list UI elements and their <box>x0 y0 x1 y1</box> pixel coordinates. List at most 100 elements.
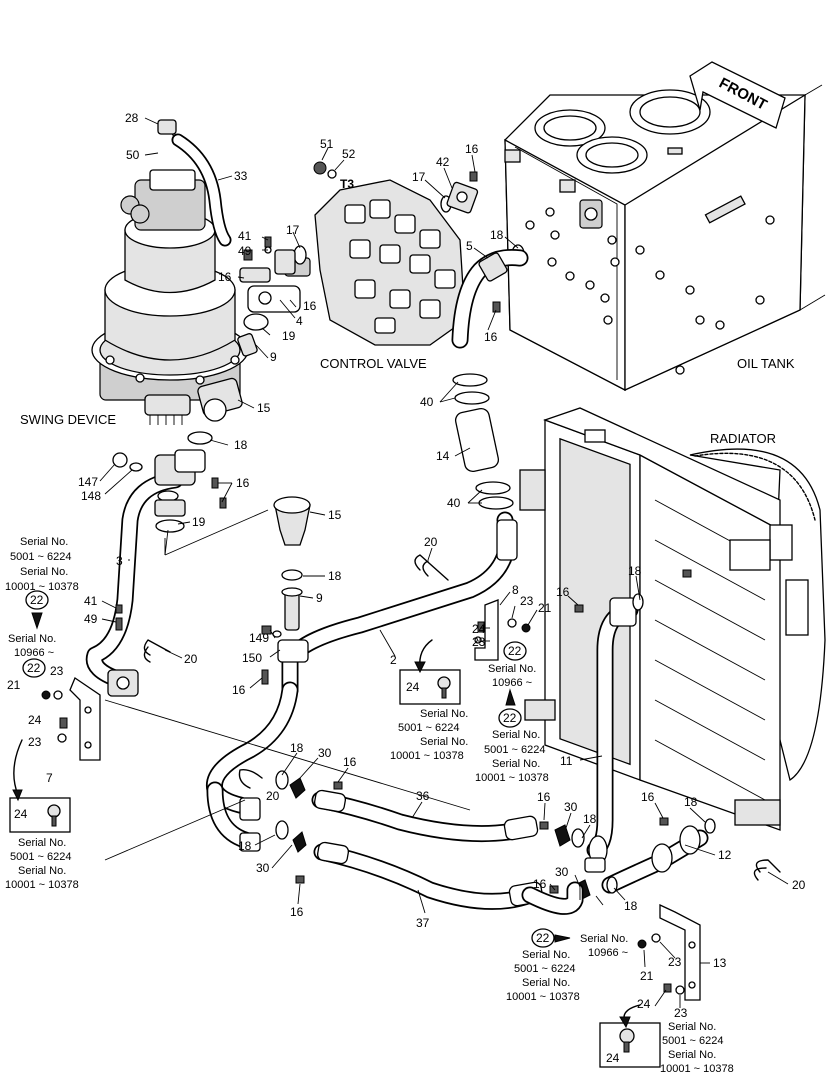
callout: 21 <box>7 678 21 692</box>
label-radiator: RADIATOR <box>710 431 776 446</box>
label-oil-tank: OIL TANK <box>737 356 795 371</box>
callout: 15 <box>257 401 271 415</box>
detail-boxes <box>9 669 661 1068</box>
serial-range: 10001 ~ 10378 <box>5 581 79 593</box>
callout: 147 <box>78 475 98 489</box>
serial-notes: Serial No. 5001 ~ 6224 Serial No. 10001 … <box>5 536 734 1075</box>
callout: 24 <box>606 1051 620 1065</box>
serial-range: 10966 ~ <box>492 677 532 689</box>
callout: 24 <box>472 622 486 636</box>
callout: 16 <box>343 755 357 769</box>
serial-range: 5001 ~ 6224 <box>398 722 459 734</box>
callout: 16 <box>290 905 304 919</box>
serial-arrows <box>12 612 641 1029</box>
callout: 52 <box>342 147 356 161</box>
serial-range: 5001 ~ 6224 <box>10 851 71 863</box>
callout: 24 <box>14 807 28 821</box>
callout: 23 <box>520 594 534 608</box>
serial-label: Serial No. <box>18 865 66 877</box>
brackets <box>69 599 701 1001</box>
serial-label: Serial No. <box>420 736 468 748</box>
bolts-washers <box>41 171 692 995</box>
callout: 18 <box>490 228 504 242</box>
fittings-upper <box>237 161 525 357</box>
section-labels: SWING DEVICE CONTROL VALVE OIL TANK RADI… <box>20 177 795 446</box>
callout: 49 <box>238 244 252 258</box>
callout: 37 <box>416 916 430 930</box>
circled-numbers: 22 22 22 22 22 <box>27 593 550 945</box>
callout: 40 <box>420 395 434 409</box>
callout: 23 <box>472 635 486 649</box>
callout: 51 <box>320 137 334 151</box>
callout: 15 <box>328 508 342 522</box>
circled-22: 22 <box>508 644 522 658</box>
callout: 28 <box>125 111 139 125</box>
callout: 150 <box>242 651 262 665</box>
callout: 18 <box>628 564 642 578</box>
callout: 149 <box>249 631 269 645</box>
serial-label: Serial No. <box>488 663 536 675</box>
clamps <box>143 554 781 881</box>
leader-lines <box>99 117 789 1008</box>
callout: 16 <box>236 476 250 490</box>
callout: 16 <box>556 585 570 599</box>
serial-label: Serial No. <box>522 949 570 961</box>
serial-label: Serial No. <box>8 633 56 645</box>
serial-label: Serial No. <box>20 566 68 578</box>
callout: 42 <box>436 155 450 169</box>
serial-label: Serial No. <box>20 536 68 548</box>
callout: 20 <box>184 652 198 666</box>
callout: 30 <box>555 865 569 879</box>
serial-label: Serial No. <box>492 758 540 770</box>
callout: 12 <box>718 848 732 862</box>
hose-ends <box>239 770 591 907</box>
serial-range: 10001 ~ 10378 <box>390 750 464 762</box>
label-control-valve: CONTROL VALVE <box>320 356 427 371</box>
serial-label: Serial No. <box>668 1049 716 1061</box>
callout: 16 <box>537 790 551 804</box>
callout: 24 <box>28 713 42 727</box>
callout: 23 <box>28 735 42 749</box>
control-valve <box>284 179 466 346</box>
callout: 9 <box>316 591 323 605</box>
serial-range: 10001 ~ 10378 <box>5 879 79 891</box>
label-t3: T3 <box>340 177 354 191</box>
callout: 20 <box>424 535 438 549</box>
callout: 19 <box>192 515 206 529</box>
callout: 3 <box>116 554 123 568</box>
callout: 18 <box>684 795 698 809</box>
serial-range: 10966 ~ <box>588 947 628 959</box>
callout: 7 <box>46 771 53 785</box>
callout: 8 <box>512 583 519 597</box>
callout: 20 <box>792 878 806 892</box>
serial-range: 10001 ~ 10378 <box>475 772 549 784</box>
serial-range: 10001 ~ 10378 <box>660 1063 734 1075</box>
label-swing-device: SWING DEVICE <box>20 412 116 427</box>
circled-22: 22 <box>27 661 41 675</box>
callout: 17 <box>412 170 426 184</box>
callout: 24 <box>406 680 420 694</box>
callout: 23 <box>674 1006 688 1020</box>
callout: 21 <box>538 601 552 615</box>
callout: 23 <box>50 664 64 678</box>
callout: 9 <box>270 350 277 364</box>
callout: 41 <box>84 594 98 608</box>
callout: 41 <box>238 229 252 243</box>
callout: 30 <box>256 861 270 875</box>
serial-label: Serial No. <box>580 933 628 945</box>
serial-range: 5001 ~ 6224 <box>484 744 545 756</box>
callout: 2 <box>390 653 397 667</box>
callout: 50 <box>126 148 140 162</box>
callout: 16 <box>303 299 317 313</box>
circled-22: 22 <box>503 711 517 725</box>
callout: 16 <box>232 683 246 697</box>
serial-label: Serial No. <box>18 837 66 849</box>
callout: 14 <box>436 449 450 463</box>
callout: 40 <box>447 496 461 510</box>
callout: 18 <box>624 899 638 913</box>
serial-label: Serial No. <box>668 1021 716 1033</box>
callout: 18 <box>328 569 342 583</box>
serial-label: Serial No. <box>492 729 540 741</box>
callout: 16 <box>484 330 498 344</box>
